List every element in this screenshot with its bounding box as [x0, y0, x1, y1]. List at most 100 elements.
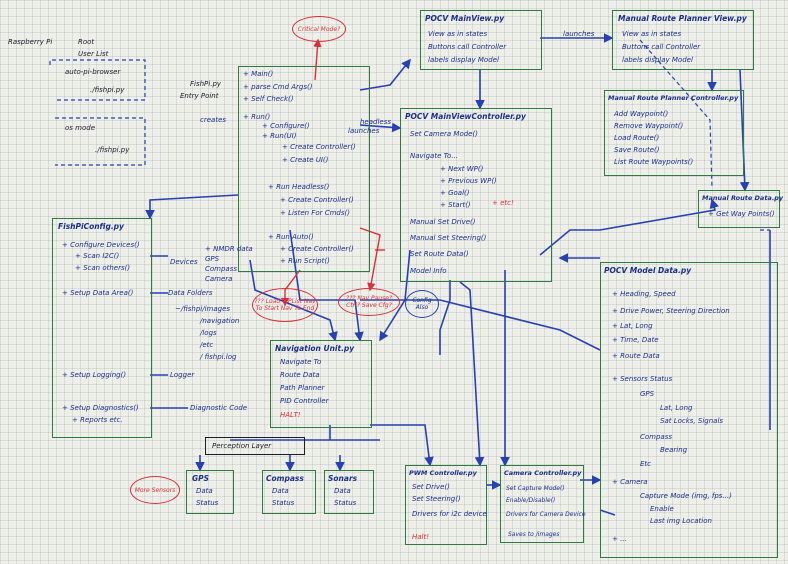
model-item: GPS	[640, 390, 655, 398]
rpi-os: os mode	[65, 124, 96, 132]
config-item: + Configure Devices()	[62, 241, 140, 249]
model-item: Last img Location	[650, 517, 712, 525]
sonar-item: Status	[334, 499, 357, 507]
folder-item: /navigation	[200, 317, 240, 325]
gps-sensor-box	[186, 470, 234, 514]
camera-sub: Saves to /images	[508, 531, 560, 538]
data-folders-label: Data Folders	[168, 289, 213, 297]
camera-item: Set Capture Mode()	[506, 485, 565, 492]
route-ctrl-item: Save Route()	[614, 146, 660, 154]
camera-item: Drivers for Camera Device	[506, 511, 586, 518]
config-item: + Setup Data Area()	[62, 289, 134, 297]
controller-item: + Previous WP()	[440, 177, 497, 185]
nav-item: Route Data	[280, 371, 320, 379]
folder-item: ~/fishpi/images	[175, 305, 231, 313]
model-item: + ...	[612, 535, 627, 543]
perception-layer-box	[205, 437, 305, 455]
config-item: + Scan I2C()	[75, 252, 120, 260]
main-item: + Create Controller()	[282, 143, 356, 151]
main-item: + Create Controller()	[280, 245, 354, 253]
entry-label-2: Entry Point	[180, 92, 219, 100]
navigation-unit-box	[270, 340, 372, 428]
compass-item: Data	[272, 487, 289, 495]
diag-label: Diagnostic Code	[190, 404, 248, 412]
rpi-script2: ./fishpi.py	[95, 146, 130, 154]
launches-label-2: launches	[563, 30, 595, 38]
model-item: Compass	[640, 433, 673, 441]
main-item: + Run Auto()	[268, 233, 314, 241]
model-item: Bearing	[660, 446, 688, 454]
model-item: Capture Mode (img, fps...)	[640, 492, 732, 500]
model-item: Sat Locks, Signals	[660, 417, 724, 425]
model-item: + Drive Power, Steering Direction	[612, 307, 730, 315]
route-ctrl-item: List Route Waypoints()	[614, 158, 694, 166]
camera-controller-box	[500, 465, 584, 543]
device-item: Camera	[205, 275, 233, 283]
main-item: + Configure()	[262, 122, 310, 130]
rpi-user: User List	[78, 50, 109, 58]
devices-label: Devices	[170, 258, 198, 266]
rpi-autorun: auto-pi-browser	[65, 68, 121, 76]
route-data-box	[698, 190, 780, 228]
main-view-title: POCV MainView.py	[425, 14, 505, 23]
sonar-sensor-box	[324, 470, 374, 514]
nav-item: Navigate To	[280, 358, 322, 366]
main-item: + parse Cmd Args()	[243, 83, 313, 91]
pwm-item: Halt!	[412, 533, 430, 541]
headless-label: headless	[360, 118, 392, 126]
gps-item: Status	[196, 499, 219, 507]
logger-label: Logger	[170, 371, 195, 379]
critical-mode-note: Critical Mode?	[292, 16, 346, 42]
folder-item: /etc	[200, 341, 214, 349]
nav-unit-title: Navigation Unit.py	[275, 344, 355, 353]
route-view-item: Buttons call Controller	[622, 43, 701, 51]
nav-item: HALT!	[280, 411, 301, 419]
main-view-item: View as in states	[428, 30, 488, 38]
pwm-item: Drivers for i2c device	[412, 510, 487, 518]
main-view-item: Buttons call Controller	[428, 43, 507, 51]
launches-label: launches	[348, 127, 380, 135]
main-item: + Create Controller()	[280, 196, 354, 204]
route-ctrl-item: Remove Waypoint()	[614, 122, 684, 130]
main-item: + Listen For Cmds()	[280, 209, 350, 217]
fishpi-config-box	[52, 218, 152, 438]
perception-label: Perception Layer	[212, 442, 272, 450]
controller-item: Model Info	[410, 267, 447, 275]
model-item: Enable	[650, 505, 674, 513]
main-item: + Self Check()	[243, 95, 294, 103]
controller-item: Manual Set Steering()	[410, 234, 487, 242]
main-item: + Run Headless()	[268, 183, 330, 191]
config-item: + Setup Logging()	[62, 371, 127, 379]
camera-title: Camera Controller.py	[504, 469, 582, 477]
config-item: + Setup Diagnostics()	[62, 404, 139, 412]
model-data-title: POCV Model Data.py	[604, 266, 692, 275]
folder-item: / fishpi.log	[200, 353, 237, 361]
controller-item: Manual Set Drive()	[410, 218, 476, 226]
device-item: + NMDR data	[205, 245, 253, 253]
pwm-title: PWM Controller.py	[409, 469, 477, 477]
model-data-box	[600, 262, 778, 558]
folder-item: /logs	[200, 329, 217, 337]
route-view-item: View as in states	[622, 30, 682, 38]
route-ctrl-title: Manual Route Planner Controller.py	[608, 94, 739, 102]
model-item: + Lat, Long	[612, 322, 653, 330]
more-sensors-note: More Sensors	[130, 476, 180, 504]
main-item: + Main()	[243, 70, 274, 78]
controller-item: Set Camera Mode()	[410, 130, 478, 138]
fishpi-main-box	[238, 66, 370, 272]
creates-label: creates	[200, 116, 227, 124]
gps-title: GPS	[192, 474, 210, 483]
main-view-item: labels display Model	[428, 56, 499, 64]
model-item: + Route Data	[612, 352, 660, 360]
compass-title: Compass	[266, 474, 304, 483]
controller-item: Set Route Data()	[410, 250, 469, 258]
main-item: + Create UI()	[282, 156, 329, 164]
nav-item: Path Planner	[280, 384, 325, 392]
config-also-note: Config Also	[405, 290, 439, 318]
route-planner-controller-box	[604, 90, 744, 176]
halt-note: ??? Nav Pause? Ctrl? Save Cfg?	[338, 288, 400, 316]
sonar-item: Data	[334, 487, 351, 495]
pwm-item: Set Drive()	[412, 483, 450, 491]
route-ctrl-item: Load Route()	[614, 134, 660, 142]
